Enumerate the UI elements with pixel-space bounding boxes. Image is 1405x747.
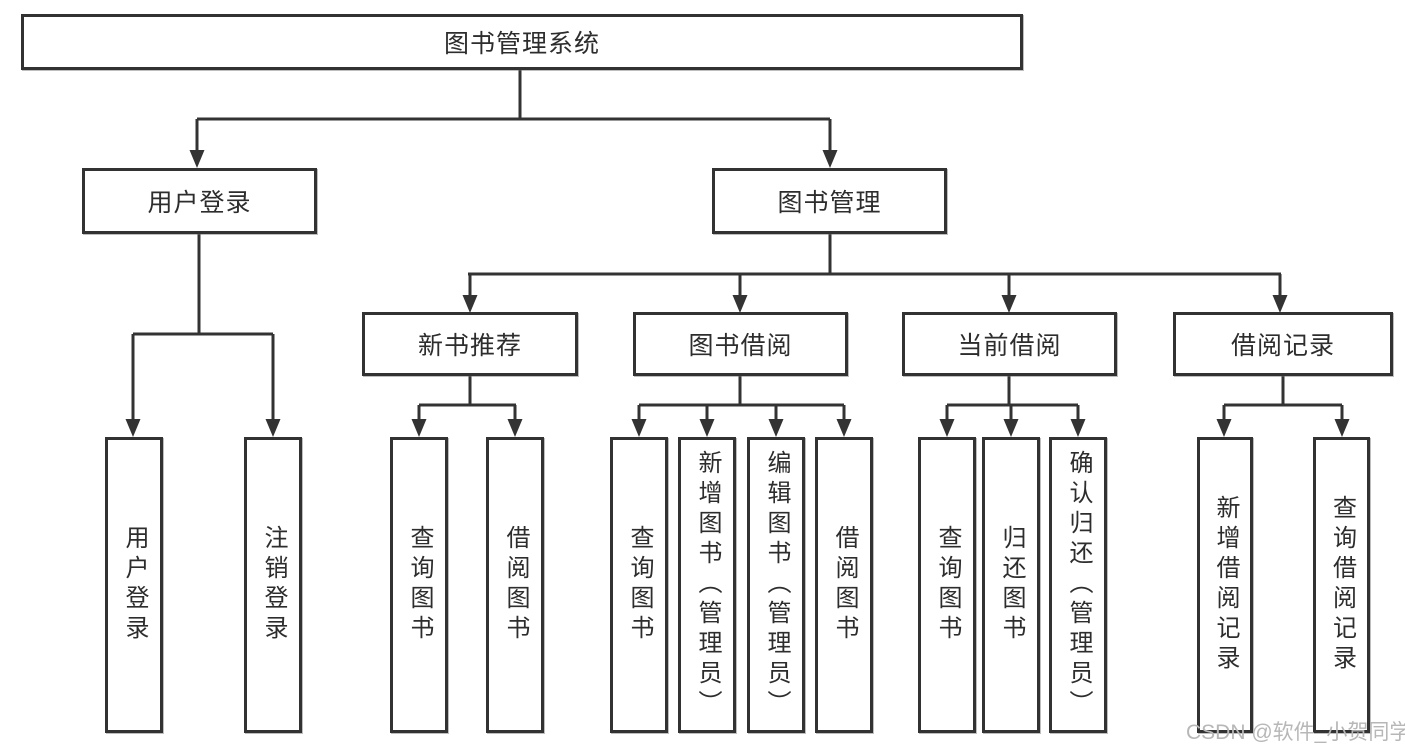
node-label: 图书借阅 bbox=[688, 332, 793, 360]
node-new-book-recommend: 新书推荐 bbox=[362, 312, 578, 376]
leaf-query-books-current: 查询图书 bbox=[918, 437, 976, 733]
leaf-label: 新增借阅记录 bbox=[1212, 495, 1239, 675]
node-book-management: 图书管理 bbox=[712, 168, 947, 234]
watermark-text: CSDN @软件_小贺同学 bbox=[1186, 721, 1405, 744]
leaf-label: 注销登录 bbox=[260, 525, 287, 645]
leaf-borrow-books: 借阅图书 bbox=[815, 437, 873, 733]
node-label: 图书管理 bbox=[777, 189, 882, 217]
leaf-label: 编辑图书（管理员） bbox=[763, 450, 790, 720]
node-library-management-system: 图书管理系统 bbox=[21, 14, 1023, 70]
leaf-label: 查询图书 bbox=[934, 525, 961, 645]
leaf-add-books-admin: 新增图书（管理员） bbox=[678, 437, 736, 733]
arrow-down-icon bbox=[507, 419, 523, 437]
arrow-down-icon bbox=[189, 150, 205, 168]
arrow-down-icon bbox=[1334, 419, 1350, 437]
connector bbox=[468, 233, 1282, 297]
leaf-query-books-borrow: 查询图书 bbox=[610, 437, 668, 733]
leaf-label: 查询借阅记录 bbox=[1328, 495, 1356, 675]
leaf-add-borrow-record: 新增借阅记录 bbox=[1197, 437, 1253, 733]
node-label: 当前借阅 bbox=[957, 332, 1062, 360]
connector bbox=[417, 376, 517, 421]
node-user-login: 用户登录 bbox=[82, 168, 317, 234]
node-current-borrow: 当前借阅 bbox=[902, 312, 1117, 376]
leaf-user-login: 用户登录 bbox=[105, 437, 163, 733]
arrow-down-icon bbox=[1216, 419, 1232, 437]
connector bbox=[1222, 376, 1344, 421]
node-book-borrow: 图书借阅 bbox=[633, 312, 848, 376]
leaf-label: 新增图书（管理员） bbox=[694, 450, 721, 720]
arrow-down-icon bbox=[699, 419, 715, 437]
leaf-label: 确认归还（管理员） bbox=[1065, 450, 1092, 720]
node-borrow-records: 借阅记录 bbox=[1173, 312, 1393, 376]
leaf-edit-books-admin: 编辑图书（管理员） bbox=[747, 437, 805, 733]
connector bbox=[945, 376, 1080, 421]
arrow-down-icon bbox=[768, 419, 784, 437]
leaf-label: 借阅图书 bbox=[502, 525, 529, 645]
node-label: 用户登录 bbox=[147, 189, 252, 217]
arrow-down-icon bbox=[1070, 419, 1086, 437]
arrow-down-icon bbox=[732, 295, 748, 313]
arrow-down-icon bbox=[631, 419, 647, 437]
node-label: 图书管理系统 bbox=[443, 30, 600, 58]
leaf-return-books: 归还图书 bbox=[982, 437, 1040, 733]
arrow-down-icon bbox=[125, 419, 141, 437]
node-label: 借阅记录 bbox=[1230, 332, 1335, 360]
connector bbox=[637, 376, 846, 421]
leaf-label: 查询图书 bbox=[626, 525, 653, 645]
arrow-down-icon bbox=[265, 419, 281, 437]
arrow-down-icon bbox=[1272, 295, 1288, 313]
arrow-down-icon bbox=[1001, 295, 1017, 313]
leaf-label: 归还图书 bbox=[998, 525, 1025, 645]
arrow-down-icon bbox=[411, 419, 427, 437]
leaf-query-borrow-record: 查询借阅记录 bbox=[1313, 437, 1370, 733]
leaf-logout: 注销登录 bbox=[244, 437, 302, 733]
leaf-label: 用户登录 bbox=[121, 525, 148, 645]
leaf-label: 借阅图书 bbox=[831, 525, 858, 645]
arrow-down-icon bbox=[822, 150, 838, 168]
connector bbox=[131, 233, 275, 421]
connector bbox=[195, 68, 832, 152]
arrow-down-icon bbox=[939, 419, 955, 437]
leaf-borrow-books-recommend: 借阅图书 bbox=[486, 437, 544, 733]
node-label: 新书推荐 bbox=[417, 332, 522, 360]
arrow-down-icon bbox=[1003, 419, 1019, 437]
leaf-label: 查询图书 bbox=[406, 525, 433, 645]
arrow-down-icon bbox=[836, 419, 852, 437]
leaf-query-books-recommend: 查询图书 bbox=[390, 437, 448, 733]
arrow-down-icon bbox=[462, 295, 478, 313]
leaf-confirm-return-admin: 确认归还（管理员） bbox=[1049, 437, 1107, 733]
